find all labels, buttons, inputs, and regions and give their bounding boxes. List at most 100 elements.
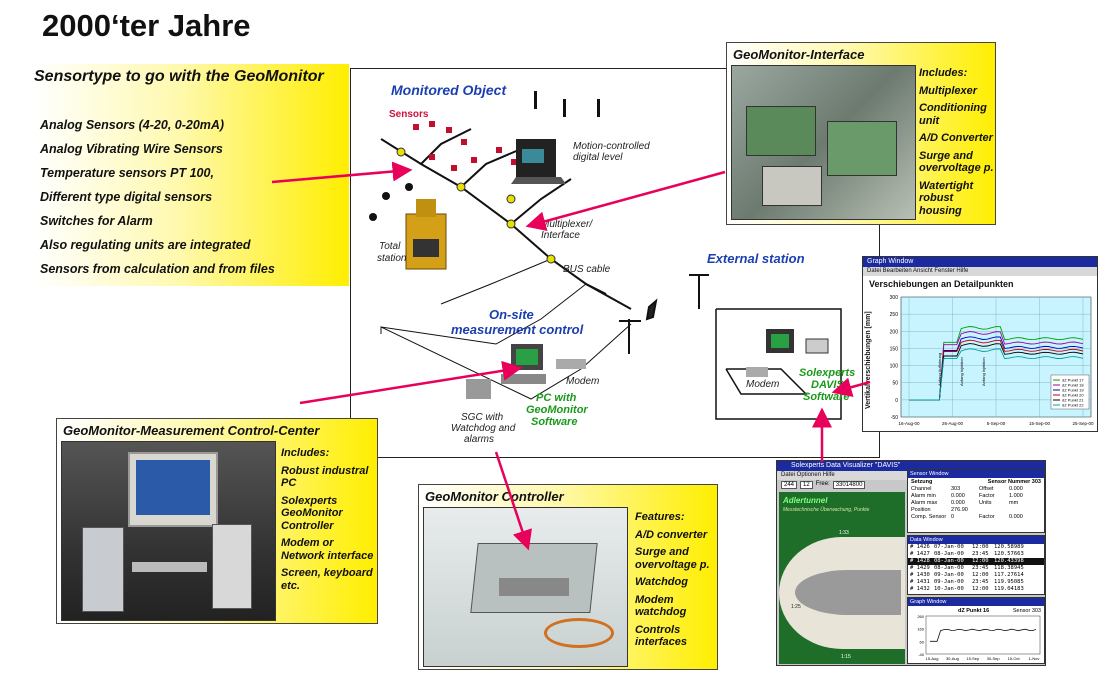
sensor-window: Sensor Window Setzung Sensor Nummer 303 … xyxy=(907,469,1045,533)
pc-label-3: Software xyxy=(531,416,578,428)
sensor-cell: Offset xyxy=(979,486,994,492)
sensor-cell: 0.000 xyxy=(1009,514,1023,520)
sgc-label-2: Watchdog and xyxy=(451,423,516,434)
mini-graph-x-tick: 30-Aug xyxy=(946,656,959,661)
data-cell: 23:45 xyxy=(972,579,989,585)
mini-graph-sensor: Sensor 303 xyxy=(1012,608,1041,614)
data-cell: # 1432 xyxy=(910,586,930,592)
data-cell: 07-Jan-00 xyxy=(934,544,964,550)
external-station-label: External station xyxy=(707,251,805,266)
davis-label-1: Solexperts xyxy=(799,367,856,379)
controller-feature: Watchdog xyxy=(635,576,688,588)
data-cell: 12:00 xyxy=(972,586,989,592)
controller-photo xyxy=(423,507,628,667)
data-cell: 09-Jan-00 xyxy=(934,579,964,585)
interface-feature: Includes: xyxy=(919,67,968,79)
interface-feature: Surge and overvoltage p. xyxy=(919,149,994,175)
graph-legend-entry: dZ Punkt 18 xyxy=(1062,383,1084,388)
onsite-label-1: On-site xyxy=(489,307,534,322)
mini-graph-y-tick: 60 xyxy=(920,639,925,644)
graph-y-tick: 50 xyxy=(892,381,898,387)
sensor-type-item: Different type digital sensors xyxy=(40,190,213,204)
sensor-cell: 303 xyxy=(951,486,961,492)
sensor-type-item: Temperature sensors PT 100, xyxy=(40,166,214,180)
data-cell: 12:00 xyxy=(972,558,989,564)
onsite-label-2: measurement control xyxy=(451,322,584,337)
sensor-type-item: Also regulating units are integrated xyxy=(40,238,251,252)
tunnel-marker: 1:25 xyxy=(791,604,801,610)
control-center-photo xyxy=(61,441,276,621)
bus-cable-label: BUS cable xyxy=(563,264,611,275)
sensor-cell: Alarm max xyxy=(911,500,938,506)
davis-titlebar: Solexperts Data Visualizer "DAVIS" xyxy=(777,461,1045,471)
data-cell: 10-Jan-00 xyxy=(934,586,964,592)
controller-feature: Controls interfaces xyxy=(635,623,687,649)
sensor-cell: Factor xyxy=(979,514,995,520)
mini-graph-y-tick: 160 xyxy=(917,627,924,632)
sgc-label-3: alarms xyxy=(464,434,495,445)
tunnel-map: Adlertunnel Messtechnische Überwachung, … xyxy=(779,492,905,664)
sensor-cell: Position xyxy=(911,507,931,513)
sensor-type-box: Sensortype to go with the GeoMonitor Ana… xyxy=(34,64,349,286)
controller-feature: A/D converter xyxy=(635,528,708,541)
data-cell: 12:00 xyxy=(972,572,989,578)
davis-label-2: DAVIS xyxy=(811,379,844,391)
graph-window: Graph Window Datei Bearbeiten Ansicht Fe… xyxy=(862,256,1098,432)
davis-label-3: Software xyxy=(803,391,850,403)
sensor-cell: Comp. Sensor xyxy=(911,514,947,520)
interface-feature: Multiplexer xyxy=(919,84,978,97)
graph-x-tick: 15-Sep-00 xyxy=(1029,421,1051,426)
interface-panel-title: GeoMonitor-Interface xyxy=(733,47,865,62)
data-cell: 120.58989 xyxy=(994,544,1024,550)
control-center-feature: Robust industral PC xyxy=(281,464,369,490)
graph-legend-entry: dZ Punkt 17 xyxy=(1062,378,1084,383)
sensor-type-heading: Sensortype to go with the GeoMonitor xyxy=(34,68,324,85)
onsite-pc xyxy=(466,344,586,399)
sensor-type-list: Analog Sensors (4-20, 0-20mA) Analog Vib… xyxy=(40,118,275,286)
control-center-title: GeoMonitor-Measurement Control-Center xyxy=(63,423,320,438)
davis-field[interactable]: 244 xyxy=(781,481,798,489)
data-cell: 23:45 xyxy=(972,565,989,571)
bus-cable-thin xyxy=(380,258,632,400)
graph-legend-entry: dZ Punkt 20 xyxy=(1062,393,1084,398)
pc-label-2: GeoMonitor xyxy=(526,404,588,416)
tunnel-marker: 1:15 xyxy=(841,654,851,660)
interface-feature: A/D Converter xyxy=(919,132,993,144)
graph-y-tick: 200 xyxy=(890,329,899,335)
data-window-titlebar: Data Window xyxy=(908,536,1044,544)
controller-panel-title: GeoMonitor Controller xyxy=(425,489,564,504)
sensor-type-item: Sensors from calculation and from files xyxy=(40,262,275,276)
data-cell: # 1427 xyxy=(910,551,930,557)
sensor-window-header: Setzung Sensor Nummer 303 xyxy=(908,478,1044,486)
data-cell: # 1430 xyxy=(910,572,930,578)
interface-feature: Conditioning unit xyxy=(919,102,987,127)
graph-annotation: Anfang Injektion xyxy=(959,357,964,386)
graph-y-tick: 300 xyxy=(890,295,899,301)
graph-ylabel: Vertikalverschiebungen [mm] xyxy=(865,311,872,409)
controller-feature: Surge and overvoltage p. xyxy=(635,546,710,571)
control-center-feature: Modem or Network interface xyxy=(281,537,374,562)
mini-graph-x-tick: 15-Oct xyxy=(1008,656,1021,661)
bus-junctions xyxy=(396,147,556,264)
data-cell: # 1431 xyxy=(910,579,930,585)
sensor-cell: 276.90 xyxy=(951,507,968,513)
davis-field[interactable]: 33014800 xyxy=(832,481,866,489)
mini-graph-title: dZ Punkt 16 xyxy=(958,608,990,614)
davis-field[interactable]: 12 xyxy=(800,481,813,489)
graph-window-titlebar: Graph Window xyxy=(863,257,1097,267)
sensor-cell: Alarm min xyxy=(911,493,936,499)
data-cell: 08-Jan-00 xyxy=(934,558,964,564)
sensor-cell: 0.000 xyxy=(951,500,965,506)
digital-level-device xyxy=(511,139,566,184)
graph-legend-entry: dZ Punkt 21 xyxy=(1062,398,1084,403)
interface-features: Includes: Multiplexer Conditioning unit … xyxy=(919,67,994,222)
